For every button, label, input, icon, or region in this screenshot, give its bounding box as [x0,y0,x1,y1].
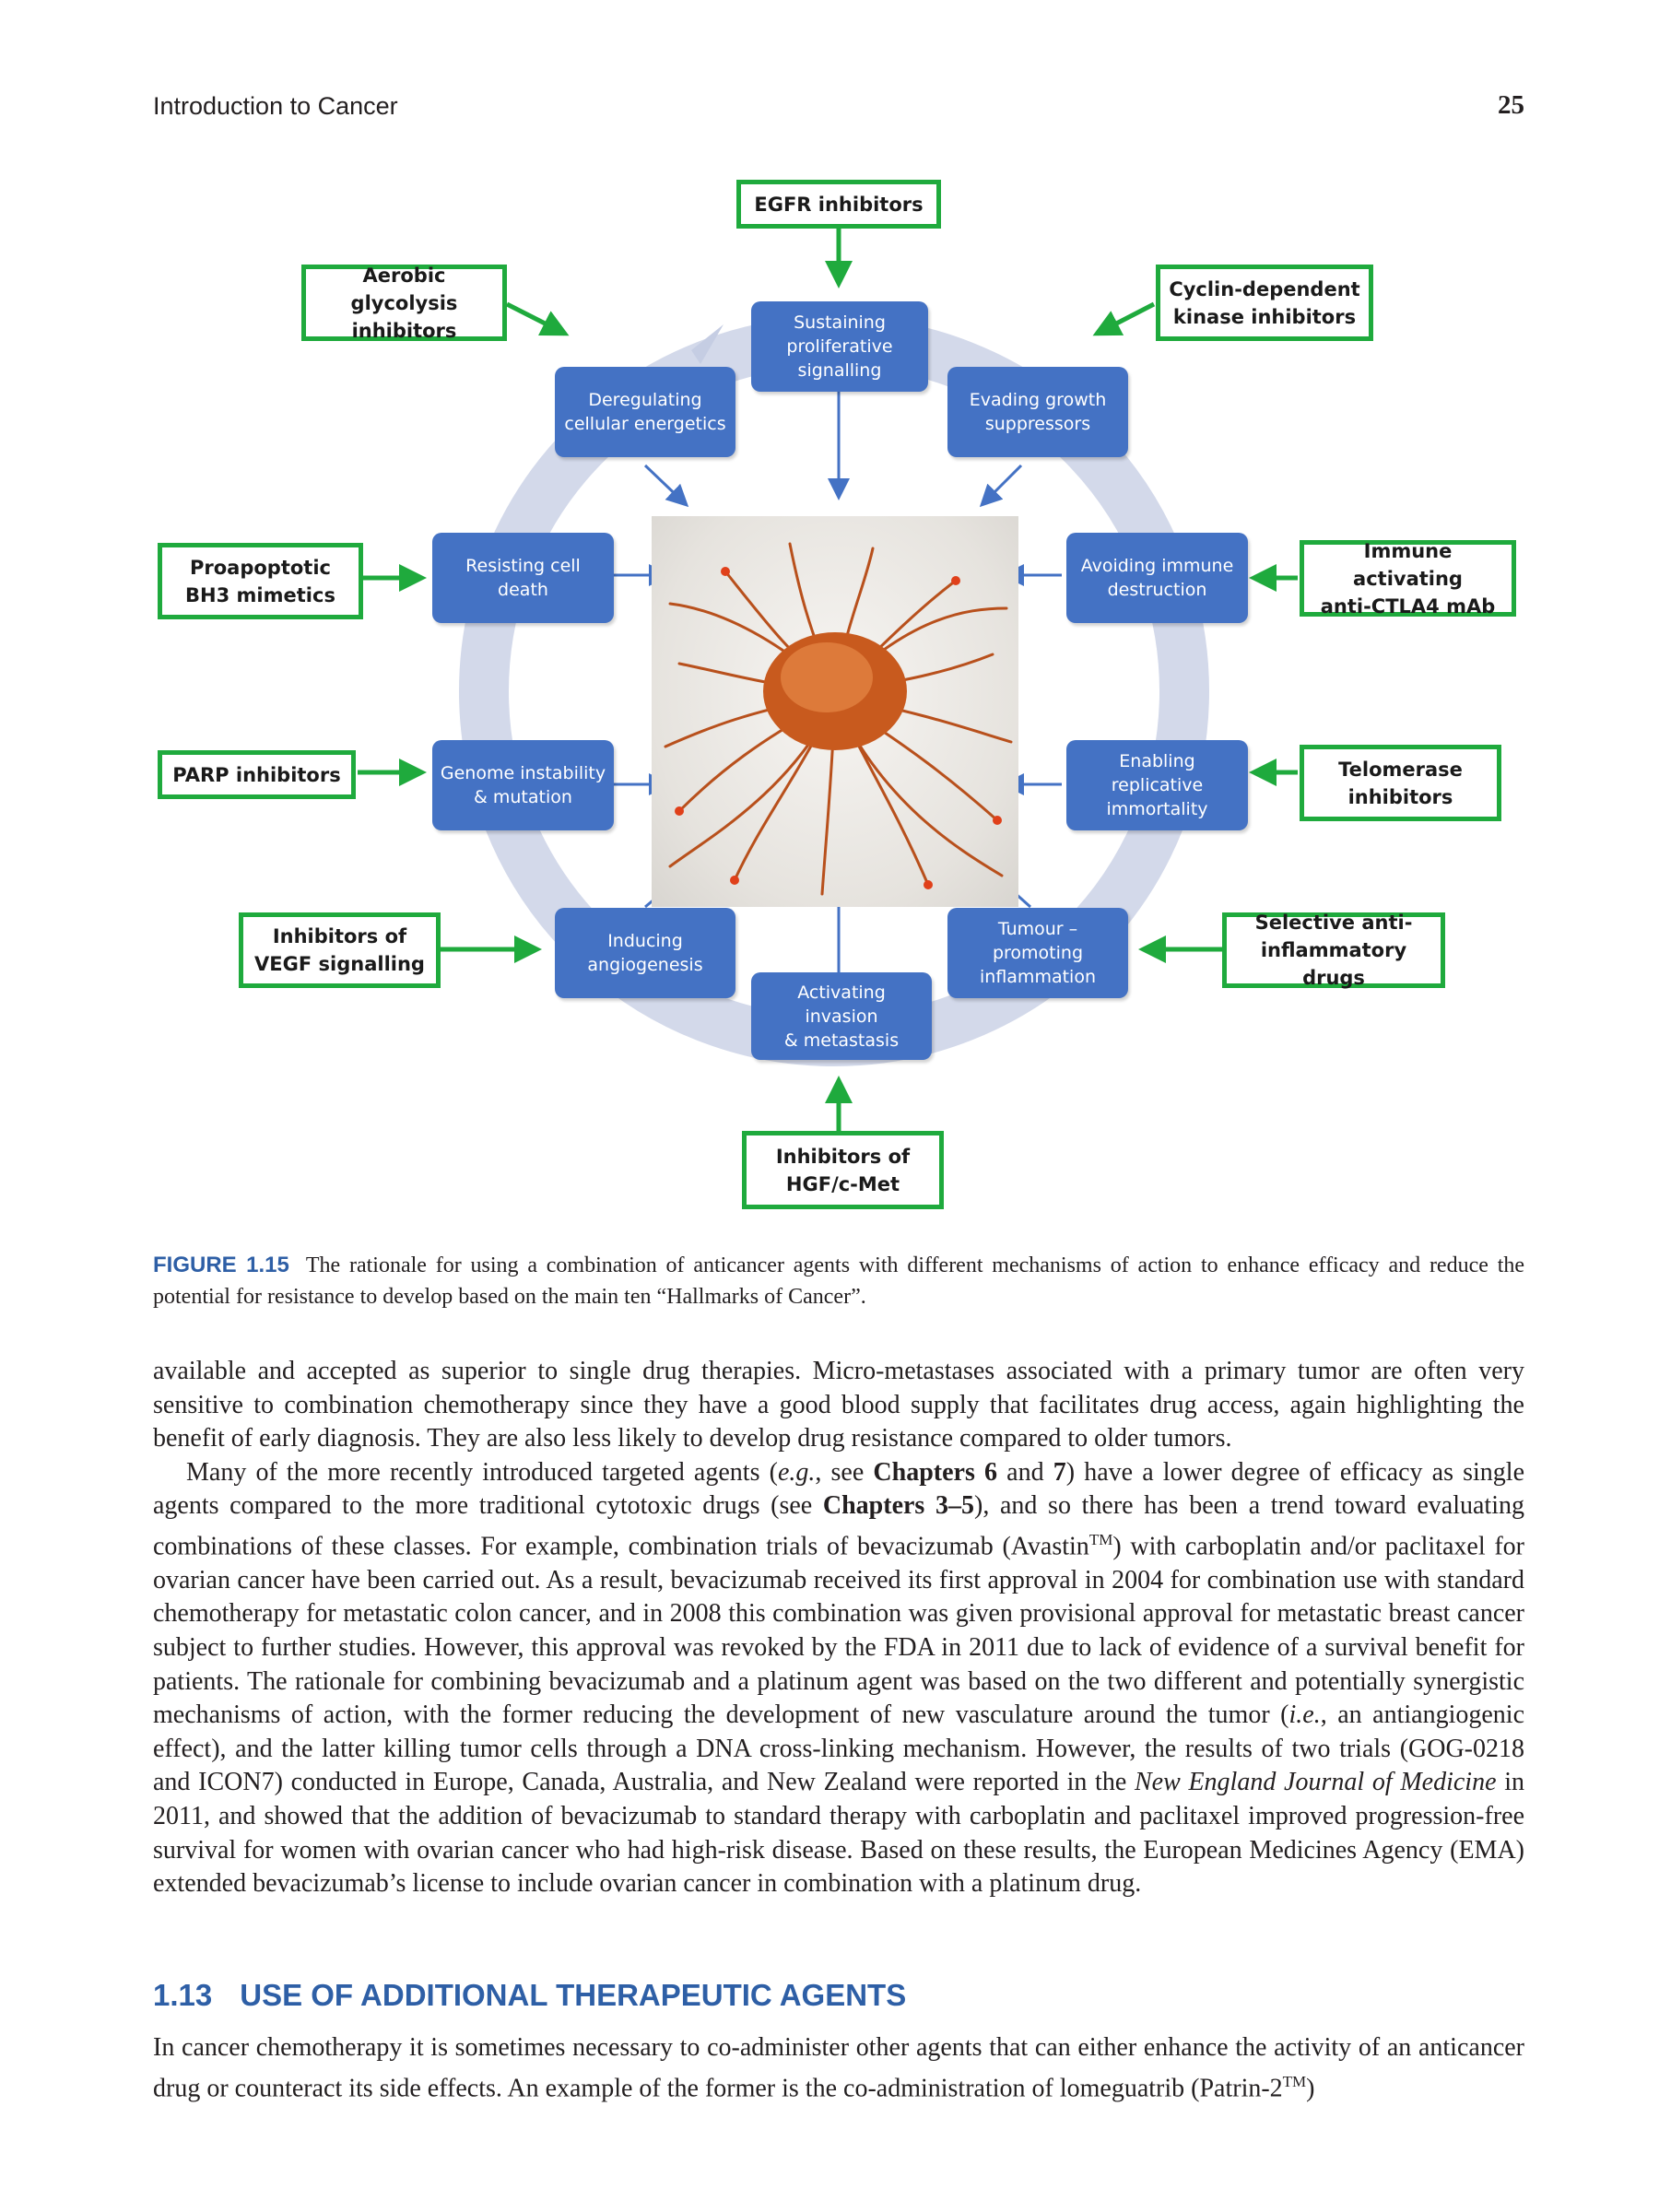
tumour-cell-illustration [664,542,1013,896]
hallmark-tumour-promoting-inflammation: Tumour – promoting inflammation [947,908,1128,998]
section-paragraph-1: In cancer chemotherapy it is sometimes n… [153,2033,1524,2102]
arrow-evading [979,464,1023,508]
section-heading: 1.13 USE OF ADDITIONAL THERAPEUTIC AGENTS [153,1978,906,2013]
hallmark-deregulating-cellular-energetics: Deregulating cellular energetics [555,367,735,457]
hallmark-resisting-cell-death: Resisting cell death [432,533,614,623]
running-head: Introduction to Cancer [153,92,398,120]
cycle-ring-arrowhead [691,324,724,364]
paragraph-1: available and accepted as superior to si… [153,1357,1524,1453]
body-text: available and accepted as superior to si… [153,1355,1524,1901]
agent-bh3-mimetics: Proapoptotic BH3 mimetics [158,543,363,619]
caption-text: The rationale for using a combination of… [153,1253,1525,1309]
agent-telomerase-inhibitors: Telomerase inhibitors [1300,745,1501,821]
page-number: 25 [1498,90,1524,120]
agent-cdk-inhibitors: Cyclin-dependent kinase inhibitors [1156,265,1373,341]
section-body: In cancer chemotherapy it is sometimes n… [153,2031,1524,2106]
hallmark-replicative-immortality: Enabling replicative immortality [1066,740,1248,830]
arrow-glycolysis [505,301,570,336]
cell-body-highlight [781,642,873,712]
hallmark-evading-growth-suppressors: Evading growth suppressors [947,367,1128,457]
hallmarks-figure: Sustaining proliferative signalling Dere… [158,180,1516,1209]
hallmark-inducing-angiogenesis: Inducing angiogenesis [555,908,735,998]
tumour-cell-image [652,516,1018,907]
agent-selective-anti-inflammatory: Selective anti- inflammatory drugs [1222,912,1445,989]
agent-vegf-inhibitors: Inhibitors of VEGF signalling [239,912,441,988]
agent-parp-inhibitors: PARP inhibitors [158,750,356,799]
section-title: USE OF ADDITIONAL THERAPEUTIC AGENTS [240,1978,907,2012]
caption-label: FIGURE 1.15 [153,1253,289,1277]
hallmark-activating-invasion-metastasis: Activating invasion & metastasis [751,972,932,1060]
hallmark-genome-instability: Genome instability & mutation [432,740,614,830]
arrow-deregulating [643,464,689,508]
arrow-cdk [1092,301,1156,336]
agent-hgf-cmet-inhibitors: Inhibitors of HGF/c-Met [742,1131,944,1209]
paragraph-2: Many of the more recently introduced tar… [153,1457,1525,1899]
hallmark-sustaining-proliferative-signalling: Sustaining proliferative signalling [751,301,928,392]
section-number: 1.13 [153,1978,213,2012]
cell-droplets [675,567,1002,889]
agent-aerobic-glycolysis-inhibitors: Aerobic glycolysis inhibitors [301,265,507,342]
hallmark-avoiding-immune-destruction: Avoiding immune destruction [1066,533,1248,623]
agent-arrows [358,229,1298,1169]
agent-egfr-inhibitors: EGFR inhibitors [736,180,941,229]
agent-anti-ctla4-mab: Immune activating anti-CTLA4 mAb [1300,540,1516,618]
